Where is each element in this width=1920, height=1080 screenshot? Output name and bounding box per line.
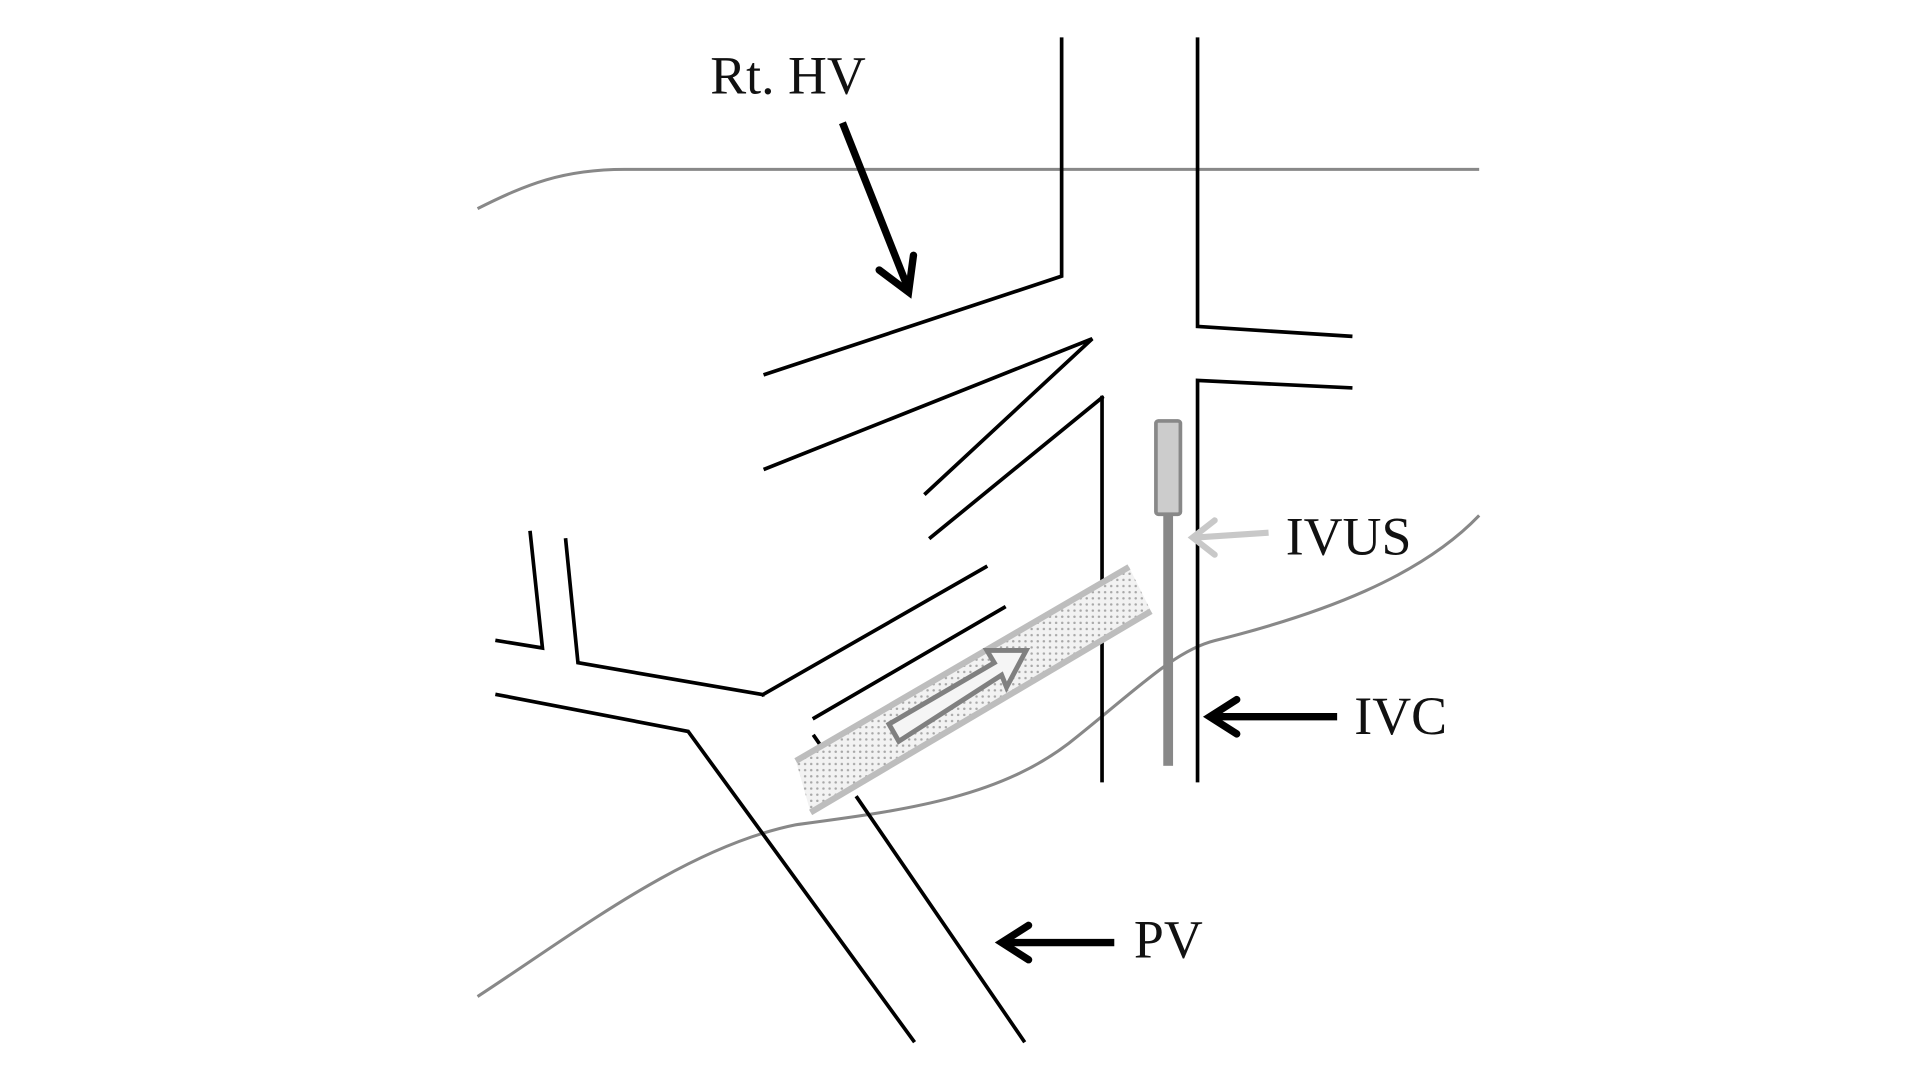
ivus-arrow-icon [1187, 517, 1269, 558]
label-ivc: IVC [1354, 686, 1447, 746]
liver-lower-outline [476, 514, 1481, 998]
pv-arrow-icon [994, 921, 1115, 964]
rt-hv-arrow-icon [839, 121, 918, 299]
liver-upper-outline [476, 167, 1480, 211]
portal-vein [494, 530, 1027, 1044]
ivc [762, 37, 1353, 783]
label-rt-hv: Rt. HV [710, 45, 866, 105]
ivc-arrow-icon [1202, 695, 1338, 738]
hepatic-branches [760, 337, 1105, 721]
direction-arrow-icon [885, 648, 1031, 745]
ivus-probe [1154, 419, 1183, 766]
label-ivus: IVUS [1286, 507, 1412, 567]
label-pv: PV [1134, 909, 1203, 969]
